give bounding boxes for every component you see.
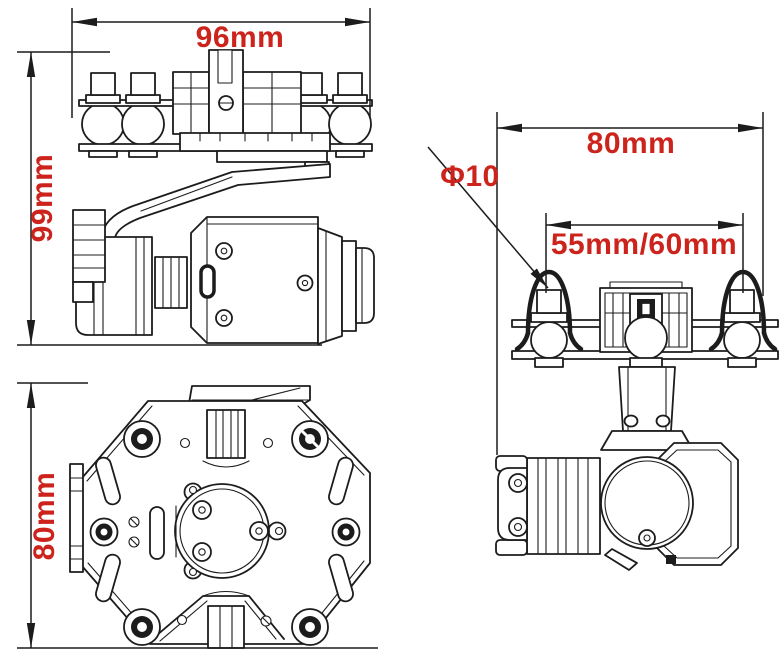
top-view: 80mm <box>17 382 378 649</box>
camera-lens-side <box>317 227 375 345</box>
yaw-neck-front <box>600 366 694 451</box>
arrow-down <box>26 320 36 345</box>
dim-height-side-label: 99mm <box>26 154 59 243</box>
top-view-drawing <box>69 385 371 649</box>
front-view-drawing <box>495 269 779 571</box>
side-view-drawing <box>72 49 375 345</box>
camera-body-side <box>190 216 319 344</box>
side-view-dimensions: 96mm 99mm <box>17 8 371 346</box>
yaw-motor-top <box>174 482 287 580</box>
damper-balls-side <box>81 102 372 146</box>
shaft-side <box>154 256 188 309</box>
plate-slots <box>95 437 354 603</box>
arrow-right <box>738 123 763 133</box>
mount-clamp-side <box>172 49 331 170</box>
dim-width-side-label: 96mm <box>196 21 285 54</box>
top-view-dimensions: 80mm <box>17 382 378 649</box>
left-edge-bracket <box>69 463 84 573</box>
dim-height-top-label: 80mm <box>28 472 61 561</box>
side-view: 96mm 99mm <box>17 8 375 346</box>
arrow-down <box>26 623 36 648</box>
usb-port <box>199 264 216 299</box>
pitch-cylinder-front <box>526 457 601 555</box>
pill-slot <box>149 506 165 560</box>
arrow-left <box>497 123 522 133</box>
pitch-clamp-front <box>495 455 528 556</box>
dim-width-front-label: 80mm <box>587 127 676 160</box>
front-view-dimensions: 80mm 55mm/60mm Φ10 <box>427 112 764 455</box>
leader-arrow <box>530 268 548 288</box>
dim-rail-front-label: 55mm/60mm <box>551 228 737 261</box>
arrow-right <box>718 220 743 230</box>
arrow-right <box>345 17 370 27</box>
front-view: 80mm 55mm/60mm Φ10 <box>427 112 779 571</box>
arrow-left <box>546 220 571 230</box>
roll-motor-front <box>600 456 694 564</box>
top-clamp-block <box>202 409 250 468</box>
damper-diameter-label: Φ10 <box>440 160 500 193</box>
arm-bracket-side <box>72 209 106 303</box>
arrow-left <box>72 17 97 27</box>
damper-balls-front <box>530 289 761 376</box>
damper-rings-top <box>89 420 361 646</box>
arrow-up <box>26 383 36 408</box>
arrow-up <box>26 52 36 77</box>
